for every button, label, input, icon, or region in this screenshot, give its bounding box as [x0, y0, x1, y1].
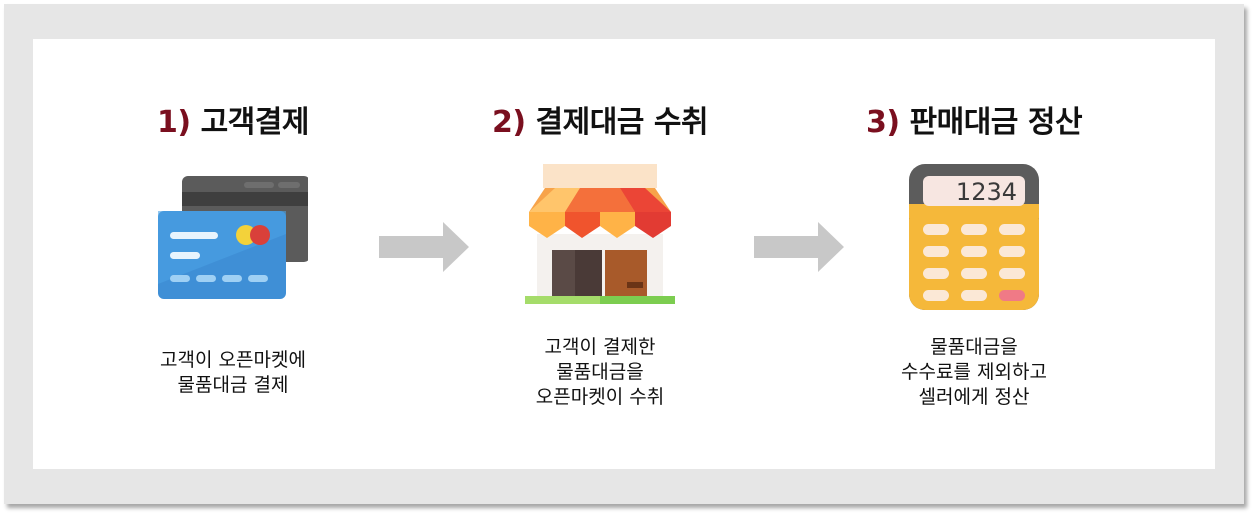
step-2-number: 2) [491, 105, 526, 140]
calculator-display: 1234 [956, 178, 1017, 206]
arrow-right-icon [754, 222, 844, 272]
step-2-description: 고객이 결제한 물품대금을 오픈마켓이 수취 [410, 335, 790, 410]
step-1-desc-line: 물품대금 결제 [177, 374, 289, 396]
step-2: 2) 결제대금 수취 [410, 39, 790, 469]
step-3-number: 3) [865, 105, 900, 140]
step-2-title: 2) 결제대금 수취 [410, 97, 790, 141]
step-2-title-text: 결제대금 수취 [535, 105, 709, 140]
arrow-right-icon [379, 222, 469, 272]
step-2-desc-line: 고객이 결제한 [544, 336, 656, 358]
step-3: 3) 판매대금 정산 1234 [784, 39, 1164, 469]
store-icon [410, 164, 790, 316]
step-3-description: 물품대금을 수수료를 제외하고 셀러에게 정산 [784, 335, 1164, 410]
step-3-title-text: 판매대금 정산 [909, 105, 1083, 140]
step-2-desc-line: 오픈마켓이 수취 [535, 386, 665, 408]
calculator-icon: 1234 [784, 164, 1164, 316]
step-1-title-text: 고객결제 [200, 105, 310, 140]
step-1-desc-line: 고객이 오픈마켓에 [160, 349, 306, 371]
diagram-frame: 1) 고객결제 [4, 4, 1244, 504]
step-1: 1) 고객결제 [43, 39, 423, 469]
step-2-desc-line: 물품대금을 [556, 361, 644, 383]
step-3-desc-line: 셀러에게 정산 [918, 386, 1030, 408]
step-3-desc-line: 물품대금을 [930, 336, 1018, 358]
diagram-panel: 1) 고객결제 [33, 39, 1215, 469]
step-1-title: 1) 고객결제 [43, 97, 423, 141]
step-3-desc-line: 수수료를 제외하고 [901, 361, 1047, 383]
credit-card-icon [43, 174, 423, 308]
step-1-description: 고객이 오픈마켓에 물품대금 결제 [43, 348, 423, 398]
step-3-title: 3) 판매대금 정산 [784, 97, 1164, 141]
step-1-number: 1) [157, 105, 191, 140]
